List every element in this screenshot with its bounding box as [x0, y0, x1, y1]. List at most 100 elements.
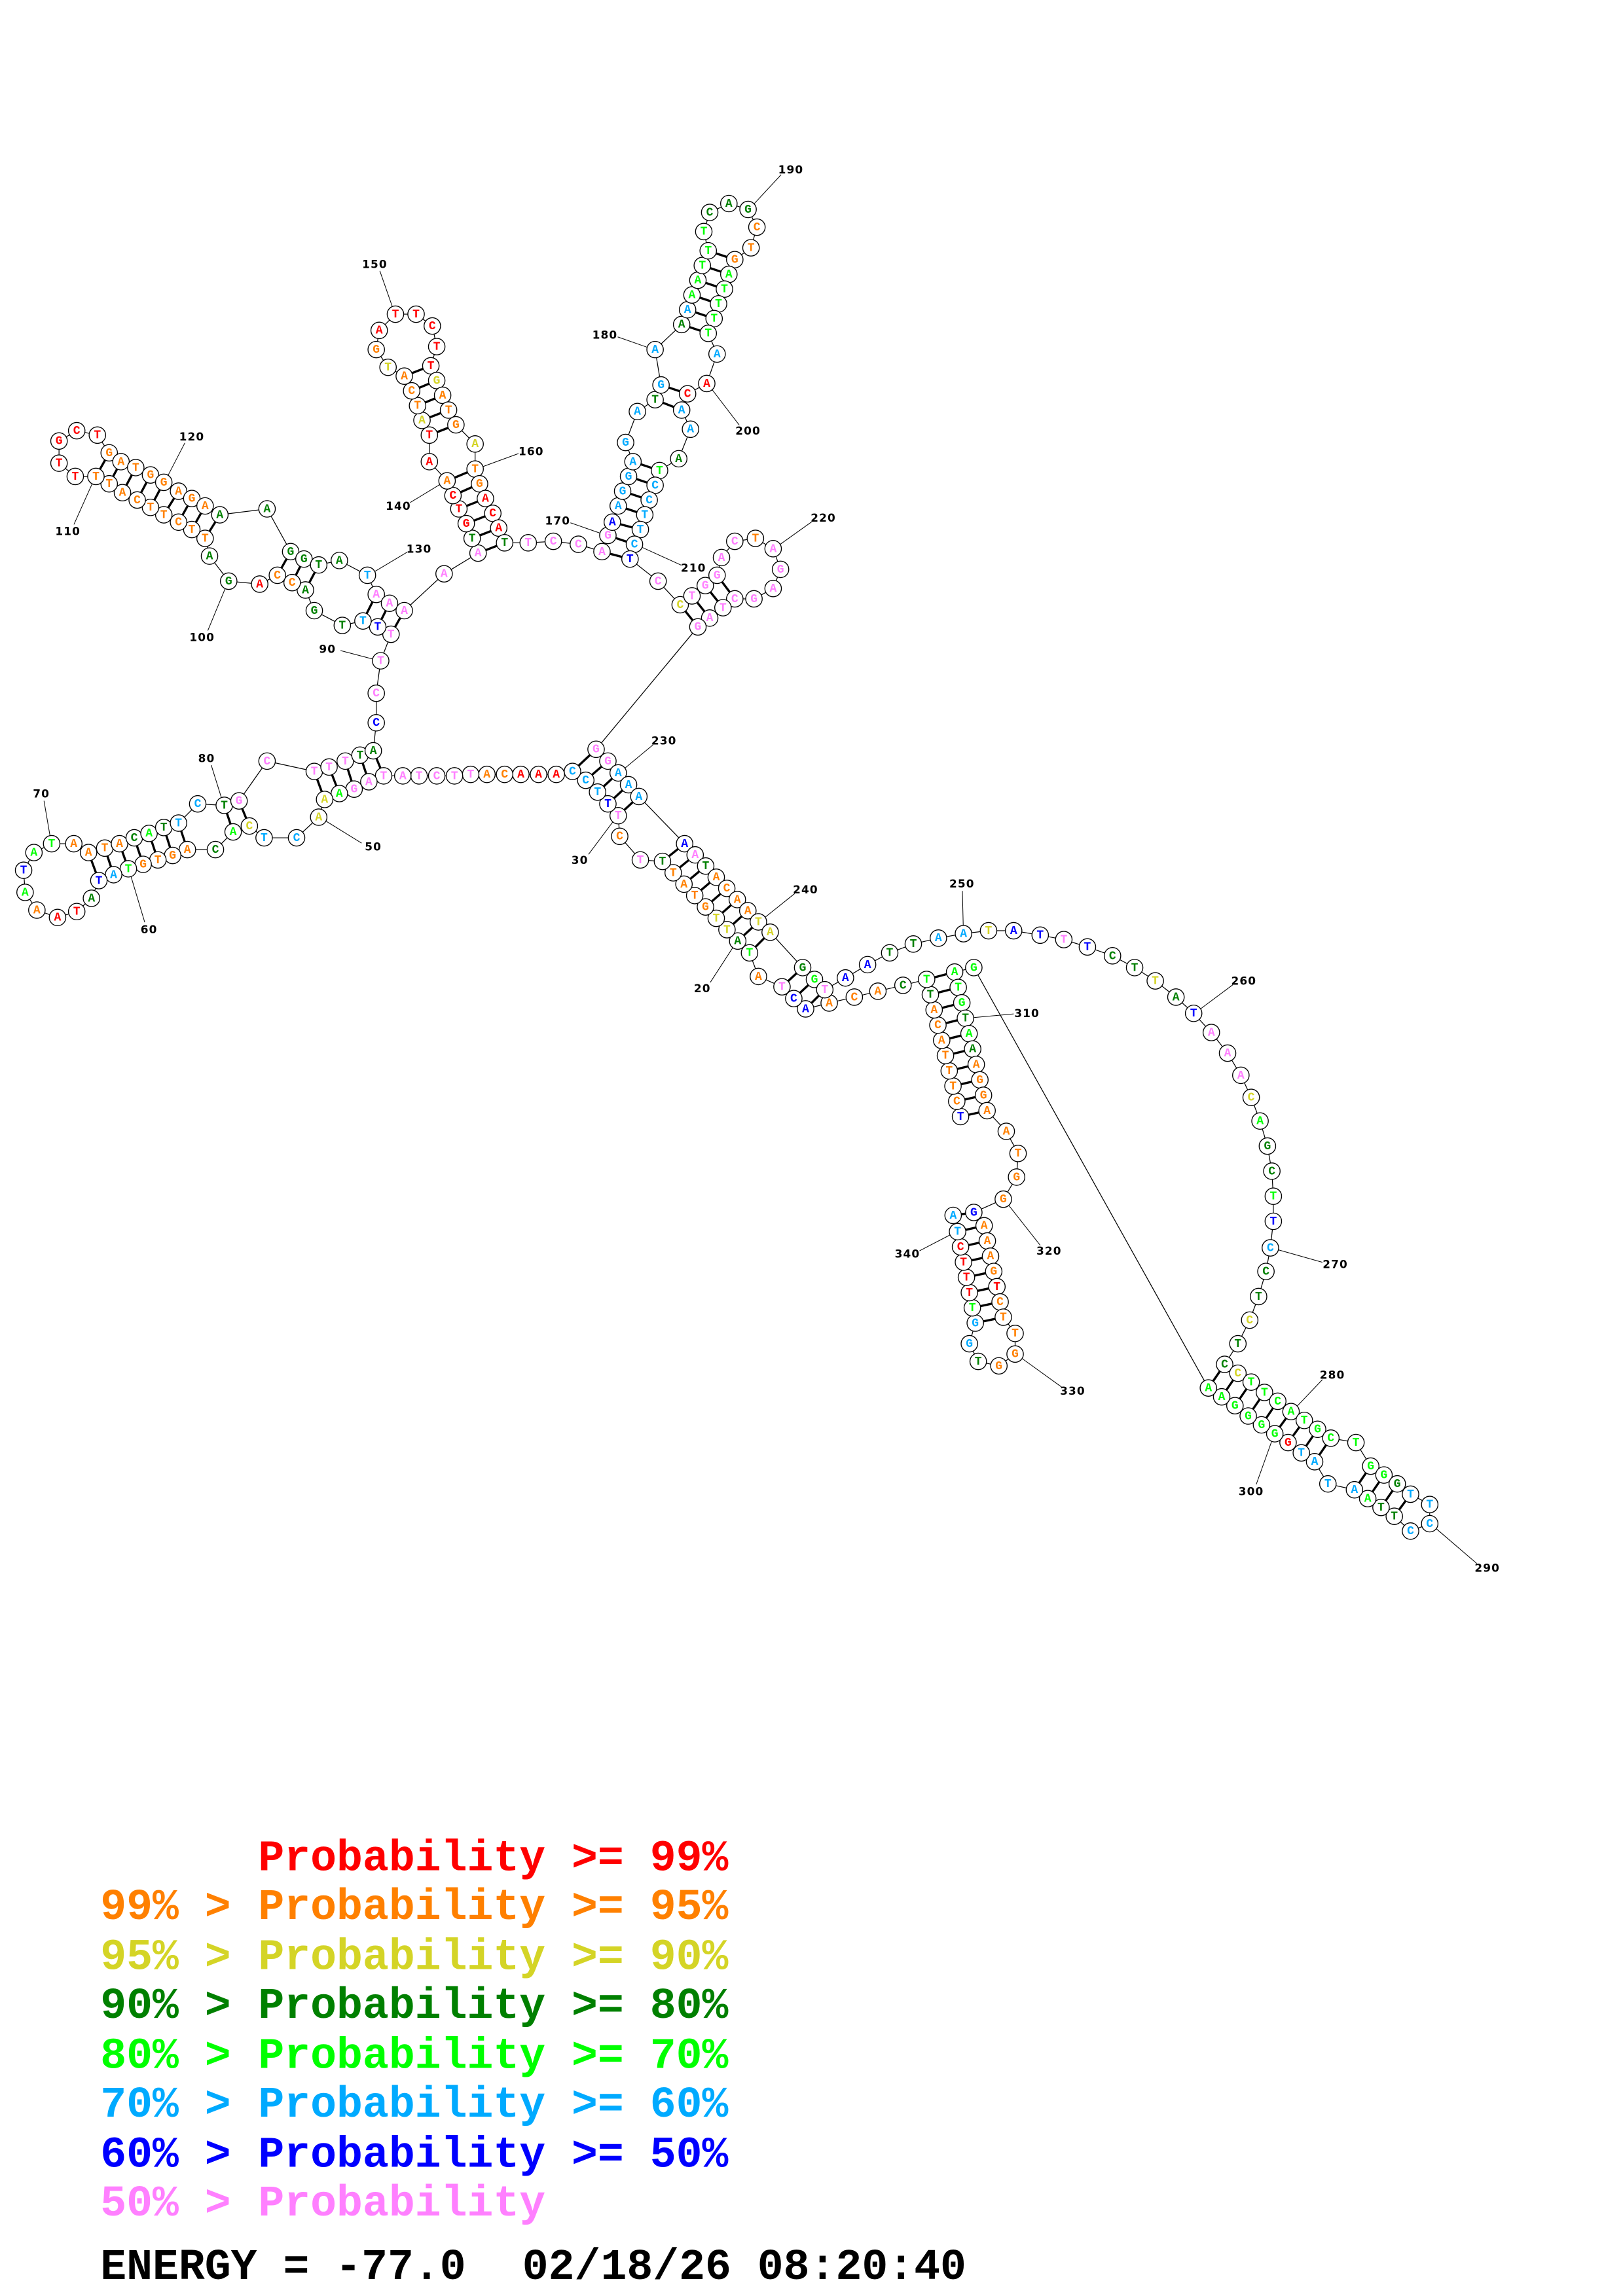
nucleotide-circle — [435, 565, 453, 583]
nucleotide-circle — [206, 840, 225, 859]
nucleotide-letter: T — [160, 821, 168, 834]
nucleotide-27: T — [653, 852, 672, 870]
nucleotide-circle — [183, 520, 201, 539]
nucleotide-letter: A — [439, 389, 447, 403]
nucleotide-225: T — [714, 599, 732, 617]
position-label-30: 30 — [572, 853, 589, 867]
nucleotide-circle — [105, 866, 122, 884]
nucleotide-311: A — [960, 1024, 978, 1043]
nucleotide-259: A — [1167, 988, 1185, 1006]
nucleotide-216: G — [708, 566, 726, 584]
nucleotide-112: T — [50, 454, 68, 472]
nucleotide-82: C — [258, 752, 276, 770]
nucleotide-letter: G — [702, 901, 709, 914]
nucleotide-169: A — [593, 543, 611, 561]
nucleotide-letter: T — [392, 308, 399, 321]
nucleotide-letter: T — [821, 984, 828, 997]
nucleotide-letter: A — [475, 547, 482, 560]
nucleotide-256: C — [1103, 947, 1122, 965]
nucleotide-275: C — [1216, 1355, 1233, 1373]
nucleotide-circle — [196, 529, 214, 547]
nucleotide-letter: A — [206, 550, 213, 564]
base-pair — [974, 1272, 986, 1277]
nucleotide-circle — [969, 1352, 987, 1371]
nucleotide-circle — [1372, 1498, 1390, 1516]
base-pair — [466, 500, 479, 507]
nucleotide-letter: G — [1013, 1171, 1020, 1184]
nucleotide-letter: A — [22, 886, 29, 899]
nucleotide-letter: A — [981, 1220, 988, 1233]
base-pair — [977, 1287, 989, 1292]
nucleotide-83: T — [305, 762, 323, 780]
nucleotide-letter: G — [980, 1089, 987, 1102]
nucleotide-circle — [1279, 1433, 1297, 1452]
nucleotide-letter: A — [30, 846, 37, 859]
nucleotide-circle — [613, 482, 632, 500]
nucleotide-171: A — [603, 513, 621, 531]
nucleotide-letter: G — [1000, 1193, 1007, 1206]
position-tick — [43, 800, 50, 836]
base-pair — [662, 401, 675, 408]
nucleotide-323: A — [978, 1232, 996, 1250]
base-pair — [1358, 1472, 1367, 1484]
nucleotide-circle — [258, 752, 276, 770]
nucleotide-circle — [726, 532, 744, 550]
nucleotide-circle — [930, 929, 947, 947]
position-label-270: 270 — [1322, 1257, 1348, 1270]
nucleotide-circle — [50, 432, 68, 450]
nucleotide-letter: T — [155, 854, 162, 867]
position-tick — [211, 764, 222, 798]
nucleotide-letter: C — [373, 687, 380, 700]
nucleotide-circle — [693, 257, 712, 274]
nucleotide-circle — [785, 990, 803, 1008]
nucleotide-letter: C — [1248, 1092, 1255, 1105]
nucleotide-31: T — [599, 795, 617, 813]
position-tick — [168, 442, 185, 476]
nucleotide-letter: G — [811, 973, 818, 986]
position-tick — [374, 552, 408, 572]
nucleotide-letter: T — [659, 855, 666, 869]
nucleotide-letter: C — [1109, 950, 1116, 963]
base-pair — [436, 427, 449, 433]
base-pair — [1239, 1388, 1248, 1400]
nucleotide-132: A — [380, 594, 399, 613]
nucleotide-letter: G — [301, 553, 308, 566]
nucleotide-letter: T — [715, 298, 722, 311]
nucleotide-121: A — [170, 482, 187, 500]
nucleotide-circle — [771, 560, 790, 579]
nucleotide-letter: G — [1264, 1140, 1271, 1153]
nucleotide-letter: A — [1311, 1456, 1319, 1469]
base-pair — [418, 382, 430, 389]
nucleotide-319: G — [1008, 1168, 1026, 1186]
base-pair — [577, 754, 591, 767]
nucleotide-letter: C — [684, 388, 691, 401]
nucleotide-circle — [764, 579, 782, 598]
nucleotide-letter: A — [471, 438, 479, 451]
nucleotide-304: A — [1213, 1388, 1231, 1406]
nucleotide-circle — [611, 827, 629, 846]
nucleotide-letter: A — [117, 456, 124, 469]
nucleotide-circle — [599, 795, 617, 813]
base-pair — [945, 1019, 958, 1024]
nucleotide-letter: A — [553, 768, 560, 781]
base-pair — [964, 1096, 976, 1101]
nucleotide-161: G — [471, 475, 488, 493]
nucleotide-letter: T — [627, 553, 634, 566]
nucleotide-letter: G — [972, 1317, 979, 1330]
base-pair — [684, 610, 694, 621]
nucleotide-letter: T — [101, 842, 109, 855]
nucleotide-letter: A — [184, 844, 191, 857]
nucleotide-26: T — [665, 864, 682, 882]
nucleotide-letter: A — [399, 770, 407, 783]
base-pair — [1385, 1490, 1394, 1501]
nucleotide-letter: A — [935, 932, 942, 945]
nucleotide-circle — [28, 901, 46, 919]
nucleotide-207: C — [640, 491, 658, 509]
legend-prefix-7: 50% > — [100, 2179, 230, 2229]
nucleotide-letter: G — [169, 850, 176, 863]
nucleotide-letter: G — [56, 435, 63, 448]
base-pair — [983, 1318, 996, 1323]
nucleotide-circle — [297, 581, 314, 599]
nucleotide-circle — [111, 834, 128, 853]
nucleotide-116: G — [100, 444, 119, 462]
